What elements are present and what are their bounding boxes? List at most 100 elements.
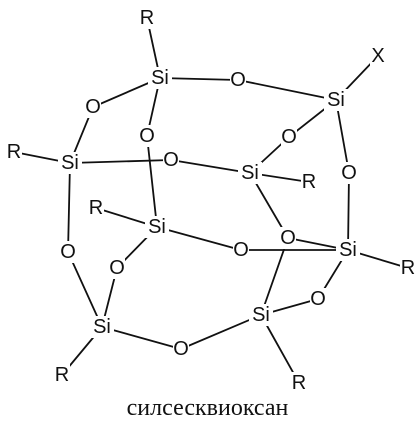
bond-si3-o6 — [69, 159, 172, 164]
substituent-label: R — [89, 197, 103, 219]
atom-background — [148, 67, 172, 89]
atom-r4: R — [301, 171, 317, 193]
silicon-label: Si — [339, 239, 357, 261]
bond-si1-o1 — [159, 77, 239, 81]
atom-o3: O — [139, 125, 155, 147]
atom-o4: O — [281, 126, 297, 148]
atom-o12: O — [173, 338, 189, 360]
bond-o7-si7 — [67, 251, 103, 328]
silicon-label: Si — [241, 162, 259, 184]
substituent-label: R — [292, 372, 306, 394]
silicon-label: Si — [327, 89, 345, 111]
bond-o12-si8 — [180, 314, 262, 350]
oxygen-label: O — [280, 227, 296, 249]
atom-r5: R — [88, 197, 104, 219]
atom-background — [88, 197, 104, 219]
atom-background — [370, 45, 386, 67]
oxygen-label: O — [163, 149, 179, 171]
substituent-label: R — [302, 171, 316, 193]
silicon-label: Si — [93, 316, 111, 338]
bond-o10-si8 — [260, 237, 289, 316]
silicon-label: Si — [148, 216, 166, 238]
oxygen-label: O — [109, 257, 125, 279]
atom-background — [54, 364, 70, 386]
atom-background — [230, 69, 246, 91]
atom-background — [163, 149, 179, 171]
bond-si2-o5 — [335, 99, 350, 174]
oxygen-label: O — [139, 125, 155, 147]
bonds-layer — [13, 17, 409, 384]
substituent-label: R — [7, 141, 21, 163]
atom-background — [291, 372, 307, 394]
oxygen-label: O — [281, 126, 297, 148]
atom-r3: R — [6, 141, 22, 163]
atom-x1: X — [370, 45, 386, 67]
atom-si5: Si — [145, 216, 169, 238]
oxygen-label: O — [60, 241, 76, 263]
bond-o3-si5 — [146, 135, 158, 228]
atom-si4: Si — [238, 162, 262, 184]
atom-background — [139, 7, 155, 29]
atom-background — [400, 257, 415, 279]
atom-o10: O — [280, 227, 296, 249]
atom-background — [281, 126, 297, 148]
atom-si7: Si — [90, 316, 114, 338]
atom-background — [85, 96, 101, 118]
bond-o1-si2 — [237, 79, 337, 101]
substituent-label: R — [55, 364, 69, 386]
atom-background — [249, 304, 273, 326]
atom-background — [301, 171, 317, 193]
atom-background — [238, 162, 262, 184]
atom-r6: R — [400, 257, 415, 279]
atom-o9: O — [233, 239, 249, 261]
caption: силсесквиоксан — [126, 395, 289, 421]
oxygen-label: O — [85, 96, 101, 118]
atom-o8: O — [109, 257, 125, 279]
bond-si7-o12 — [101, 326, 182, 350]
atom-background — [109, 257, 125, 279]
atom-r1: R — [139, 7, 155, 29]
atom-o7: O — [60, 241, 76, 263]
oxygen-label: O — [341, 162, 357, 184]
atom-background — [233, 239, 249, 261]
atom-o1: O — [230, 69, 246, 91]
atom-o11: O — [310, 288, 326, 310]
atom-si6: Si — [336, 239, 360, 261]
atom-o6: O — [163, 149, 179, 171]
silicon-label: Si — [151, 67, 169, 89]
atom-background — [280, 227, 296, 249]
atom-background — [341, 162, 357, 184]
atom-r7: R — [54, 364, 70, 386]
atom-background — [58, 152, 82, 174]
atom-si3: Si — [58, 152, 82, 174]
atom-background — [6, 141, 22, 163]
atom-o5: O — [341, 162, 357, 184]
atom-background — [336, 239, 360, 261]
substituent-label: R — [401, 257, 415, 279]
oxygen-label: O — [310, 288, 326, 310]
bond-si8-r8 — [260, 314, 300, 384]
substituent-label: R — [140, 7, 154, 29]
atom-background — [139, 125, 155, 147]
silicon-label: Si — [61, 152, 79, 174]
atom-si1: Si — [148, 67, 172, 89]
bond-si3-o7 — [67, 162, 71, 253]
atom-si2: Si — [324, 89, 348, 111]
silicon-label: Si — [252, 304, 270, 326]
oxygen-label: O — [233, 239, 249, 261]
bond-si5-o9 — [156, 226, 242, 251]
atom-si8: Si — [249, 304, 273, 326]
bond-o5-si6 — [347, 172, 350, 251]
atom-background — [60, 241, 76, 263]
functional_group-label: X — [371, 45, 384, 67]
atom-background — [145, 216, 169, 238]
oxygen-label: O — [173, 338, 189, 360]
atom-r8: R — [291, 372, 307, 394]
atom-background — [90, 316, 114, 338]
bond-o6-si4 — [170, 159, 251, 174]
atom-background — [173, 338, 189, 360]
atom-background — [324, 89, 348, 111]
oxygen-label: O — [230, 69, 246, 91]
